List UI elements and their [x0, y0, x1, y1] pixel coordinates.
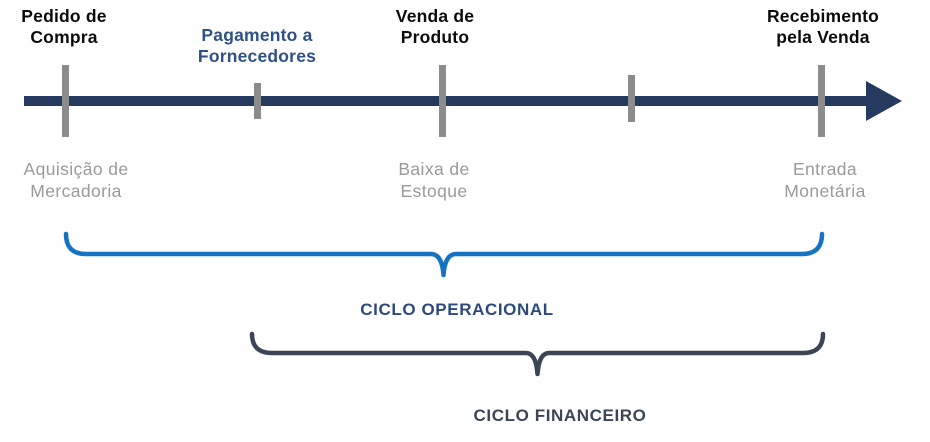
timeline-arrowhead-icon: [866, 81, 902, 121]
tick-intermediate: [628, 75, 635, 122]
tick-recebimento-pela-venda: [818, 65, 825, 137]
financial-cycle-label: CICLO FINANCEIRO: [473, 406, 647, 425]
timeline-axis-bar: [24, 96, 872, 106]
event-label-pedido-de-compra: Pedido de Compra: [21, 6, 107, 47]
event-label-recebimento-pela-venda: Recebimento pela Venda: [766, 6, 880, 47]
event-label-pagamento-a-fornecedores: Pagamento a Fornecedores: [197, 25, 317, 66]
operational-cycle-brace: [63, 231, 825, 278]
operational-cycle-label: CICLO OPERACIONAL: [360, 300, 554, 319]
tick-pagamento-a-fornecedores: [254, 83, 261, 119]
sublabel-aquisicao-de-mercadoria: Aquisição de Mercadoria: [23, 159, 129, 201]
tick-pedido-de-compra: [62, 65, 69, 137]
tick-venda-de-produto: [439, 65, 446, 137]
sublabel-entrada-monetaria: Entrada Monetária: [784, 159, 866, 201]
financial-cycle-brace: [249, 331, 826, 377]
event-label-venda-de-produto: Venda de Produto: [395, 6, 475, 47]
sublabel-baixa-de-estoque: Baixa de Estoque: [398, 159, 470, 201]
